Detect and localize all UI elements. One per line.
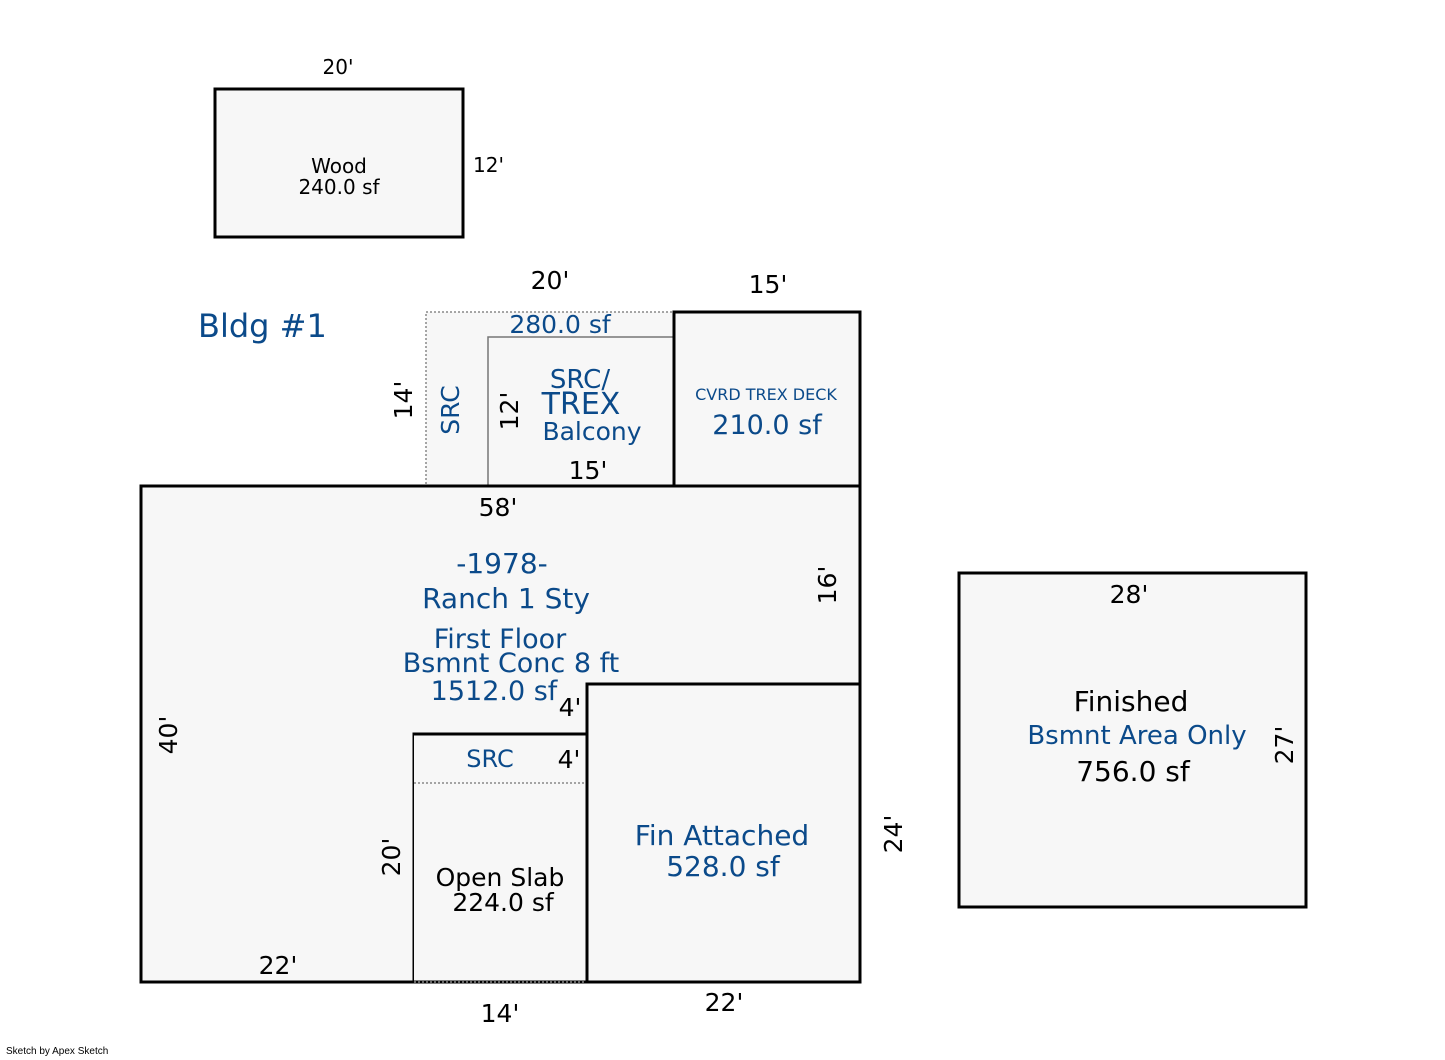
basement-area-label: 756.0 sf bbox=[1076, 755, 1191, 788]
wood-width-label: 20' bbox=[323, 55, 354, 79]
wood-depth-label: 12' bbox=[473, 153, 504, 177]
building-label: Bldg #1 bbox=[198, 307, 327, 345]
src-area-label: SRC bbox=[436, 385, 465, 434]
garage-name-label: Fin Attached bbox=[635, 819, 809, 852]
src-area-width-label: 20' bbox=[531, 266, 570, 295]
balcony-line1: SRC/ bbox=[550, 365, 610, 395]
open-slab-area-label: 224.0 sf bbox=[452, 888, 555, 917]
balcony-line2: TREX bbox=[541, 387, 621, 422]
garage-area-label: 528.0 sf bbox=[666, 850, 781, 883]
balcony-depth-label: 12' bbox=[495, 392, 524, 431]
garage-width-label: 22' bbox=[705, 988, 744, 1017]
main-left-depth-label: 40' bbox=[154, 716, 183, 755]
basement-line2-label: Bsmnt Area Only bbox=[1027, 721, 1246, 751]
main-bottom-width-label: 22' bbox=[259, 951, 298, 980]
balcony-line3: Balcony bbox=[542, 417, 641, 446]
src-porch-label: SRC bbox=[466, 745, 513, 773]
basement-depth-label: 27' bbox=[1270, 726, 1299, 765]
main-area-label: 1512.0 sf bbox=[431, 676, 559, 707]
credit-label: Sketch by Apex Sketch bbox=[6, 1046, 109, 1057]
basement-shape bbox=[957, 571, 1308, 909]
balcony-width-label: 15' bbox=[569, 456, 608, 485]
wood-name-label: Wood bbox=[311, 154, 367, 178]
main-basement-label: Bsmnt Conc 8 ft bbox=[403, 648, 619, 679]
main-top-width-label: 58' bbox=[479, 493, 518, 522]
main-style-label: Ranch 1 Sty bbox=[422, 582, 590, 615]
main-notch-upper-label: 4' bbox=[559, 693, 582, 722]
src-area-depth-label: 14' bbox=[389, 381, 418, 420]
main-floor-label: First Floor bbox=[434, 624, 567, 655]
wood-deck-shape bbox=[213, 87, 465, 239]
src-porch-depth-label: 4' bbox=[558, 745, 581, 774]
main-right-depth-label: 16' bbox=[813, 566, 842, 605]
src-area-area-label: 280.0 sf bbox=[509, 310, 612, 339]
wood-area-label: 240.0 sf bbox=[298, 175, 380, 199]
garage-shape bbox=[585, 682, 862, 984]
basement-line1-label: Finished bbox=[1074, 685, 1189, 718]
basement-width-label: 28' bbox=[1110, 580, 1149, 609]
cvrd-deck-name-label: CVRD TREX DECK bbox=[695, 385, 837, 404]
open-slab-depth-label: 20' bbox=[377, 838, 406, 877]
cvrd-deck-shape bbox=[672, 310, 862, 488]
main-year-label: -1978- bbox=[456, 547, 547, 580]
garage-depth-label: 24' bbox=[879, 815, 908, 854]
open-slab-width-label: 14' bbox=[481, 999, 520, 1028]
open-slab-name-label: Open Slab bbox=[436, 863, 565, 892]
cvrd-deck-area-label: 210.0 sf bbox=[712, 410, 823, 441]
cvrd-deck-width-label: 15' bbox=[749, 270, 788, 299]
